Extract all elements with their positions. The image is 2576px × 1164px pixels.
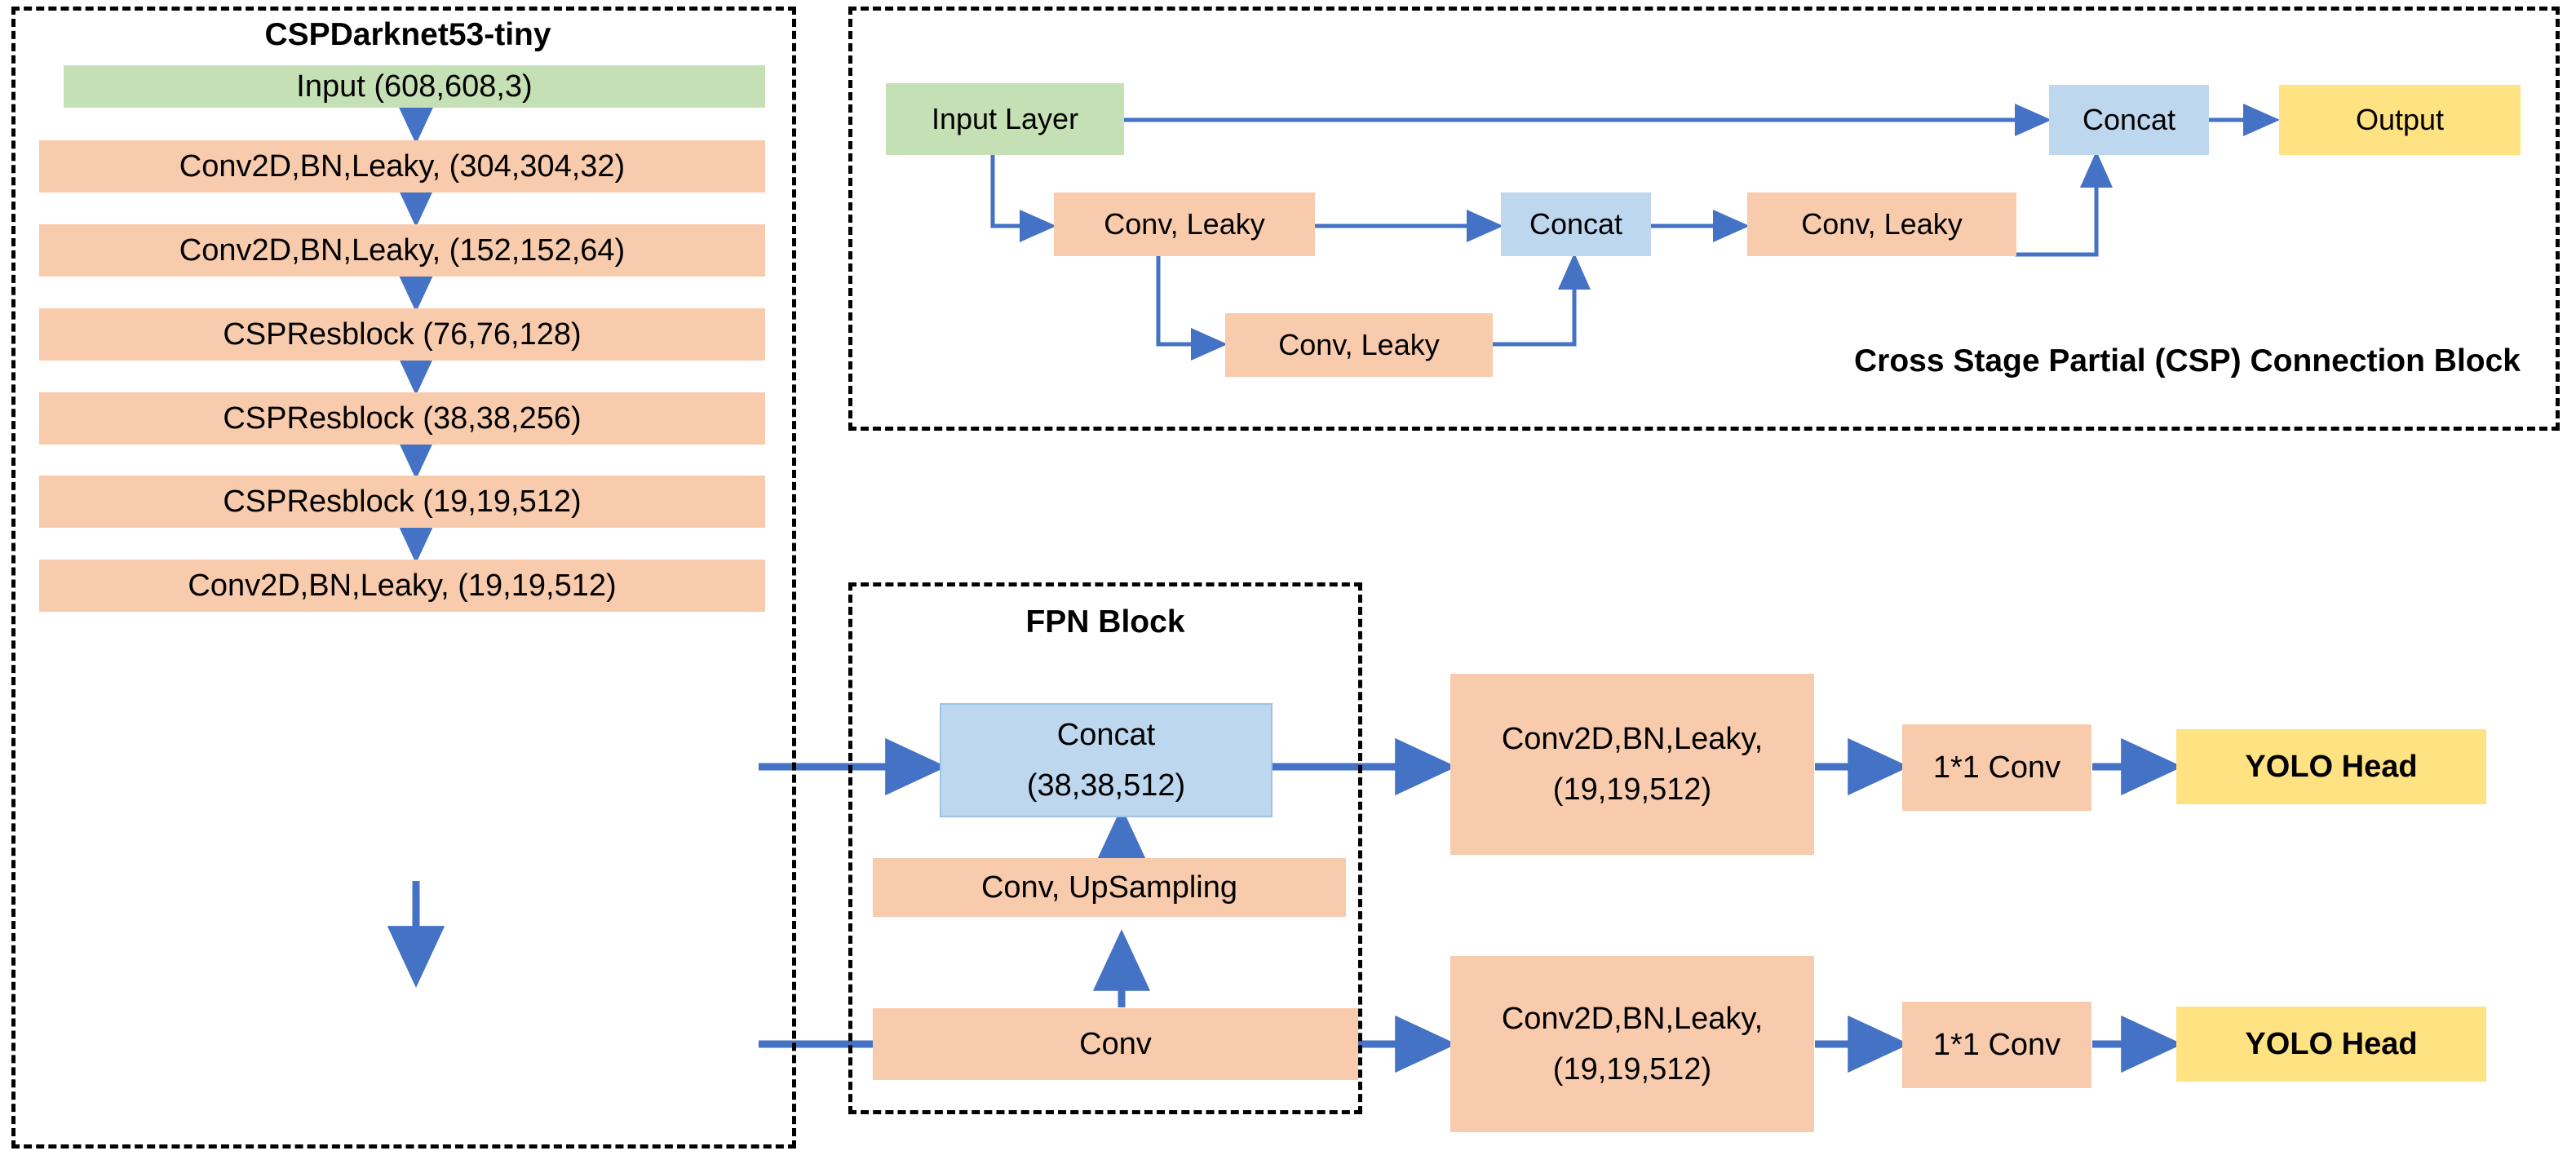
node-csp-concat-outer: Concat [2049,85,2209,155]
node-head-bottom-1x1conv: 1*1 Conv [1902,1002,2091,1088]
node-csp-conv-leaky-a: Conv, Leaky [1054,193,1315,256]
csp-group-border [848,7,2560,431]
node-head-top-yolo: YOLO Head [2176,729,2486,804]
node-fpn-upsampling: Conv, UpSampling [873,858,1346,917]
fpn-group-title: FPN Block [1025,604,1185,640]
node-csp-conv-leaky-c: Conv, Leaky [1747,193,2016,256]
fpn-group-border [848,582,1362,1114]
node-csp-concat-inner: Concat [1501,193,1651,256]
node-fpn-concat: Concat (38,38,512) [940,703,1273,817]
node-head-top-conv: Conv2D,BN,Leaky, (19,19,512) [1450,674,1814,855]
node-input: Input (608,608,3) [64,65,765,108]
node-conv1: Conv2D,BN,Leaky, (304,304,32) [39,140,765,193]
node-fpn-conv: Conv [873,1008,1358,1080]
node-head-bottom-yolo: YOLO Head [2176,1007,2486,1082]
node-csp-output: Output [2279,85,2521,155]
node-head-bottom-conv: Conv2D,BN,Leaky, (19,19,512) [1450,956,1814,1132]
node-cspresblock-38: CSPResblock (38,38,256) [39,392,765,445]
node-csp-input-layer: Input Layer [886,83,1124,155]
csp-group-title: Cross Stage Partial (CSP) Connection Blo… [1853,343,2521,378]
node-cspresblock-19: CSPResblock (19,19,512) [39,476,765,528]
node-cspresblock-76: CSPResblock (76,76,128) [39,308,765,361]
backbone-group-title: CSPDarknet53-tiny [264,17,551,52]
node-conv2: Conv2D,BN,Leaky, (152,152,64) [39,224,765,277]
backbone-group-border [11,7,796,1149]
node-csp-conv-leaky-b: Conv, Leaky [1225,313,1493,377]
node-conv3: Conv2D,BN,Leaky, (19,19,512) [39,560,765,612]
node-head-top-1x1conv: 1*1 Conv [1902,724,2091,811]
